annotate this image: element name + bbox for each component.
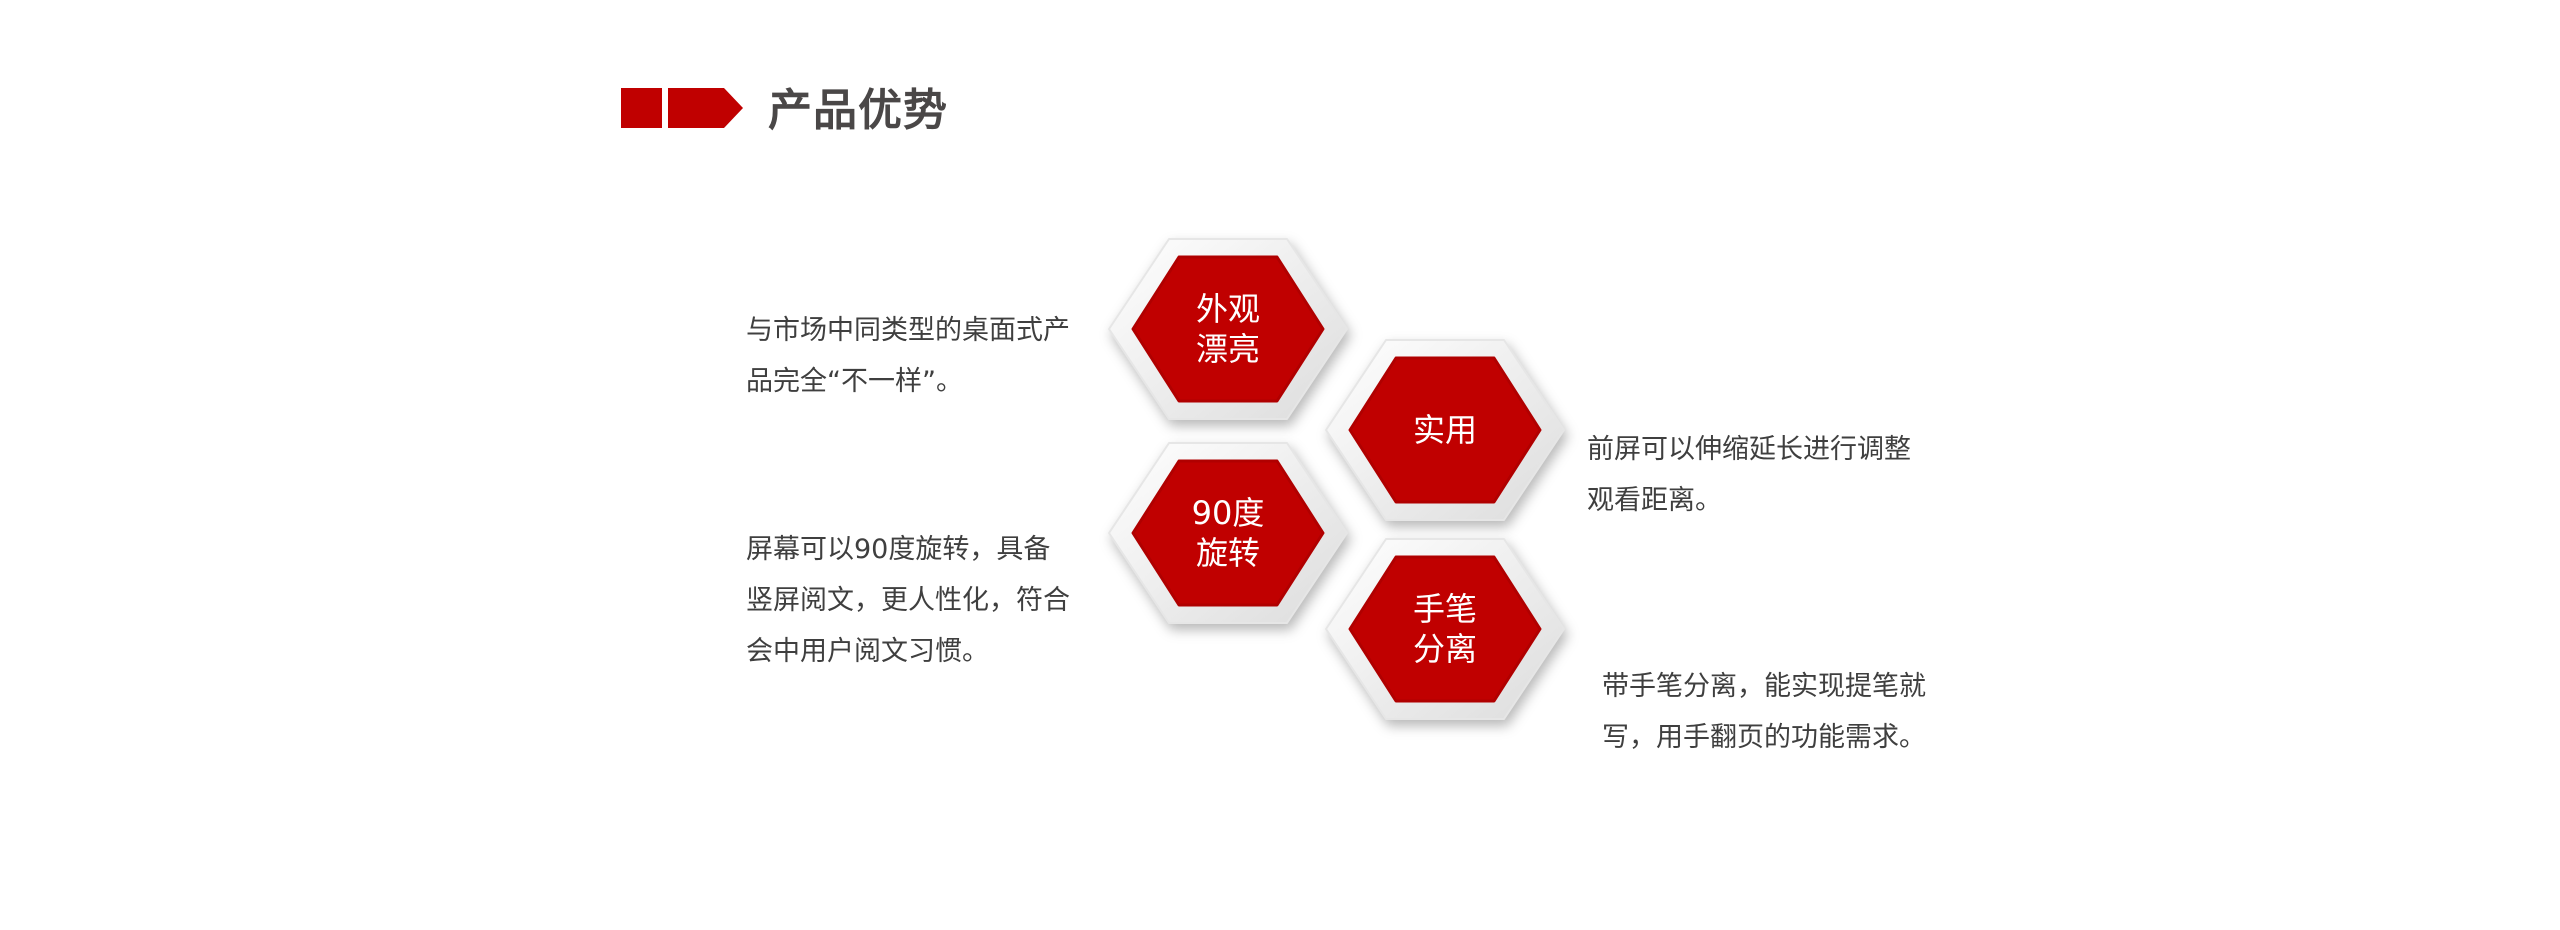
hexagon-shape — [1325, 538, 1565, 720]
feature-desc-pen: 带手笔分离，能实现提笔就 写，用手翻页的功能需求。 — [1602, 661, 1926, 763]
hex-label: 手笔 — [1412, 590, 1477, 628]
desc-line: 观看距离。 — [1587, 485, 1722, 516]
feature-desc-practical: 前屏可以伸缩延长进行调整 观看距离。 — [1587, 424, 1911, 526]
hex-label: 旋转 — [1195, 534, 1260, 572]
hex-label: 分离 — [1412, 630, 1477, 668]
hexagon-shape — [1325, 339, 1565, 521]
page-title: 产品优势 — [768, 85, 948, 136]
desc-line: 与市场中同类型的桌面式产 — [746, 315, 1070, 346]
desc-line: 带手笔分离，能实现提笔就 — [1602, 671, 1926, 702]
title-marker-arrow — [668, 88, 743, 128]
hex-label: 外观 — [1195, 290, 1260, 328]
feature-hex-rotation: 90度旋转 — [1107, 441, 1349, 625]
title-marker-block — [621, 88, 662, 128]
feature-hex-practical: 实用 — [1324, 338, 1566, 522]
feature-desc-appearance: 与市场中同类型的桌面式产 品完全“不一样”。 — [746, 305, 1070, 407]
desc-line: 写，用手翻页的功能需求。 — [1602, 722, 1926, 753]
hex-label: 90度 — [1191, 494, 1265, 532]
hexagon-shape — [1108, 238, 1348, 420]
feature-hex-appearance: 外观漂亮 — [1107, 237, 1349, 421]
hexagon-shape — [1108, 442, 1348, 624]
feature-desc-rotation: 屏幕可以90度旋转，具备 竖屏阅文，更人性化，符合 会中用户阅文习惯。 — [746, 524, 1070, 677]
hex-label: 漂亮 — [1195, 330, 1260, 368]
desc-line: 前屏可以伸缩延长进行调整 — [1587, 434, 1911, 465]
desc-line: 品完全“不一样”。 — [746, 366, 963, 397]
feature-hex-pen: 手笔分离 — [1324, 537, 1566, 721]
desc-line: 屏幕可以90度旋转，具备 — [746, 534, 1051, 565]
desc-line: 会中用户阅文习惯。 — [746, 636, 989, 667]
desc-line: 竖屏阅文，更人性化，符合 — [746, 585, 1070, 616]
hex-label: 实用 — [1412, 411, 1477, 449]
